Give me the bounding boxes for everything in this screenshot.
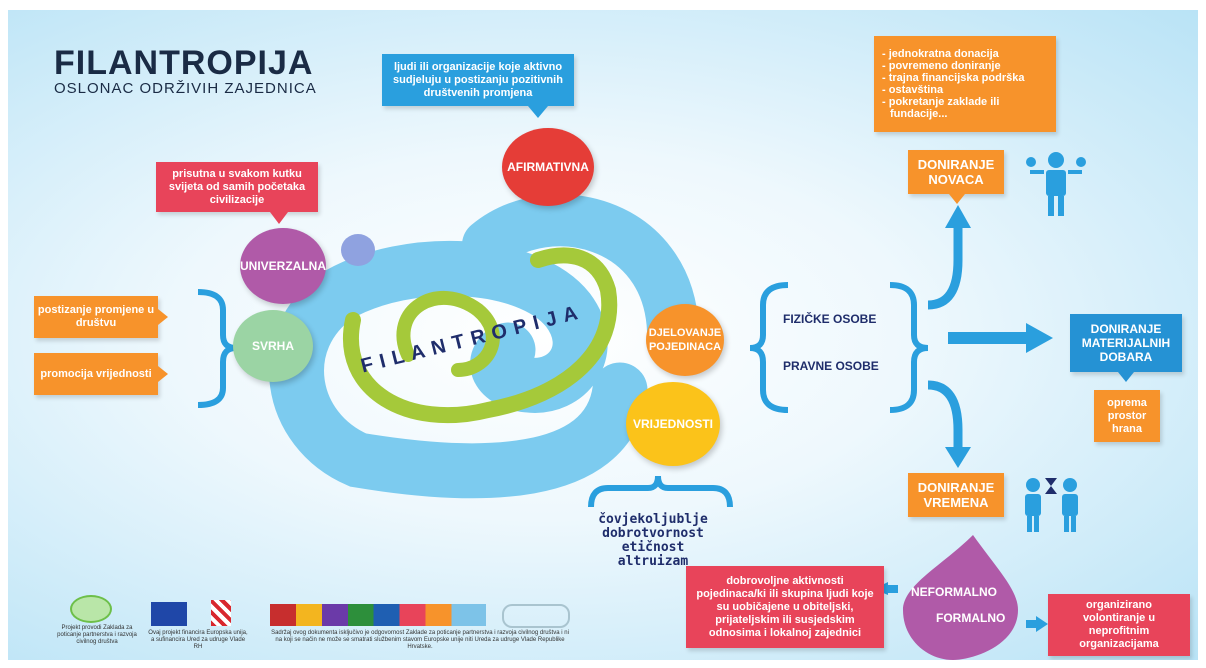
dobra-item: prostor xyxy=(1107,409,1147,422)
money-person-icon xyxy=(1026,152,1086,216)
afirmativna-circle: AFIRMATIVNA xyxy=(502,128,594,206)
vrijednosti-circle: VRIJEDNOSTI xyxy=(626,382,720,466)
arrow-up-connector xyxy=(927,225,963,310)
value-item: čovjekoljublje xyxy=(598,512,708,527)
values-list: čovjekoljublje dobrotvornost etičnost al… xyxy=(593,513,713,569)
money-item: trajna financijska podrška xyxy=(889,72,1050,84)
univerzalna-pointer xyxy=(270,212,288,224)
small-decor-circle xyxy=(341,234,375,266)
value-item: etičnost xyxy=(621,540,685,555)
arrow-up-head xyxy=(945,205,971,228)
footer-text-left: Projekt provodi Zaklada za poticanje par… xyxy=(57,625,137,645)
green-arc-outer xyxy=(343,247,618,424)
smart-logo xyxy=(502,604,570,628)
money-item: povremeno doniranje xyxy=(889,60,1050,72)
informal-note-box: dobrovoljne aktivnosti pojedinaca/ki ili… xyxy=(686,566,884,648)
form-informal: NEFORMALNO xyxy=(911,585,997,599)
dobra-item: hrana xyxy=(1112,422,1142,435)
actors-bracket-right xyxy=(889,282,929,413)
svrha-item-2: promocija vrijednosti xyxy=(34,353,158,395)
swirl-top xyxy=(462,194,699,356)
afirmativna-note: ljudi ili organizacije koje aktivno sudj… xyxy=(382,54,574,106)
dobra-items-box: oprema prostor hrana xyxy=(1094,390,1160,442)
infographic-canvas: FILANTROPIJA OSLONAC ODRŽIVIH ZAJEDNICA … xyxy=(8,10,1198,660)
svrha-item-2-pointer xyxy=(158,366,168,382)
value-item: altruizam xyxy=(617,554,689,569)
money-item: ostavština xyxy=(889,84,1050,96)
money-item: pokretanje zaklade ili fundacije... xyxy=(889,96,1050,120)
doniranje-novaca-pointer xyxy=(949,194,965,204)
partner-logos-strip xyxy=(270,604,486,626)
afirmativna-pointer xyxy=(528,106,548,118)
svrha-circle: SVRHA xyxy=(233,310,313,382)
doniranje-dobara-box: DONIRANJE MATERIJALNIH DOBARA xyxy=(1070,314,1182,372)
arrow-down-connector xyxy=(927,380,963,450)
people-time-icon xyxy=(1025,478,1078,532)
croatia-emblem-logo xyxy=(211,600,231,626)
green-arc-inner xyxy=(396,291,500,377)
arrow-down-head xyxy=(945,447,971,468)
djelovanje-circle: DJELOVANJE POJEDINACA xyxy=(646,304,724,376)
doniranje-novaca-box: DONIRANJE NOVACA xyxy=(908,150,1004,194)
values-bracket xyxy=(588,475,733,508)
page-title: FILANTROPIJA xyxy=(54,44,314,82)
money-items-box: jednokratna donacija povremeno doniranje… xyxy=(874,36,1056,132)
doniranje-dobara-pointer xyxy=(1118,372,1134,382)
footer-text-right: Sadržaj ovog dokumenta isključivo je odg… xyxy=(271,630,569,650)
form-formal: FORMALNO xyxy=(936,611,1006,625)
footer-logo-zaklada xyxy=(70,595,112,623)
univerzalna-note: prisutna u svakom kutku svijeta od samih… xyxy=(156,162,318,212)
eu-flag-logo xyxy=(151,602,187,626)
arrow-right-small xyxy=(1036,616,1048,632)
svrha-bracket xyxy=(197,289,237,408)
arrow-left-small-body xyxy=(888,585,898,593)
univerzalna-circle: UNIVERZALNA xyxy=(240,228,326,304)
page-subtitle: OSLONAC ODRŽIVIH ZAJEDNICA xyxy=(54,80,317,97)
arrow-right-head xyxy=(1026,323,1053,353)
actor-physical: FIZIČKE OSOBE xyxy=(783,312,877,326)
money-item: jednokratna donacija xyxy=(889,48,1050,60)
actor-legal: PRAVNE OSOBE xyxy=(783,359,879,373)
arrow-right-body xyxy=(948,332,1028,344)
diagram-shapes xyxy=(197,152,1086,660)
footer-text-middle: Ovaj projekt financira Europska unija, a… xyxy=(148,630,248,650)
actors-bracket-left xyxy=(749,282,789,413)
svrha-item-1-pointer xyxy=(158,309,168,325)
svrha-item-1: postizanje promjene u društvu xyxy=(34,296,158,338)
doniranje-vremena-box: DONIRANJE VREMENA xyxy=(908,473,1004,517)
value-item: dobrotvornost xyxy=(602,526,704,541)
teardrop-shape xyxy=(903,535,1018,660)
arrow-right-small-body xyxy=(1026,620,1036,628)
dobra-item: oprema xyxy=(1107,396,1147,409)
formal-note-box: organizirano volontiranje u neprofitnim … xyxy=(1048,594,1190,656)
